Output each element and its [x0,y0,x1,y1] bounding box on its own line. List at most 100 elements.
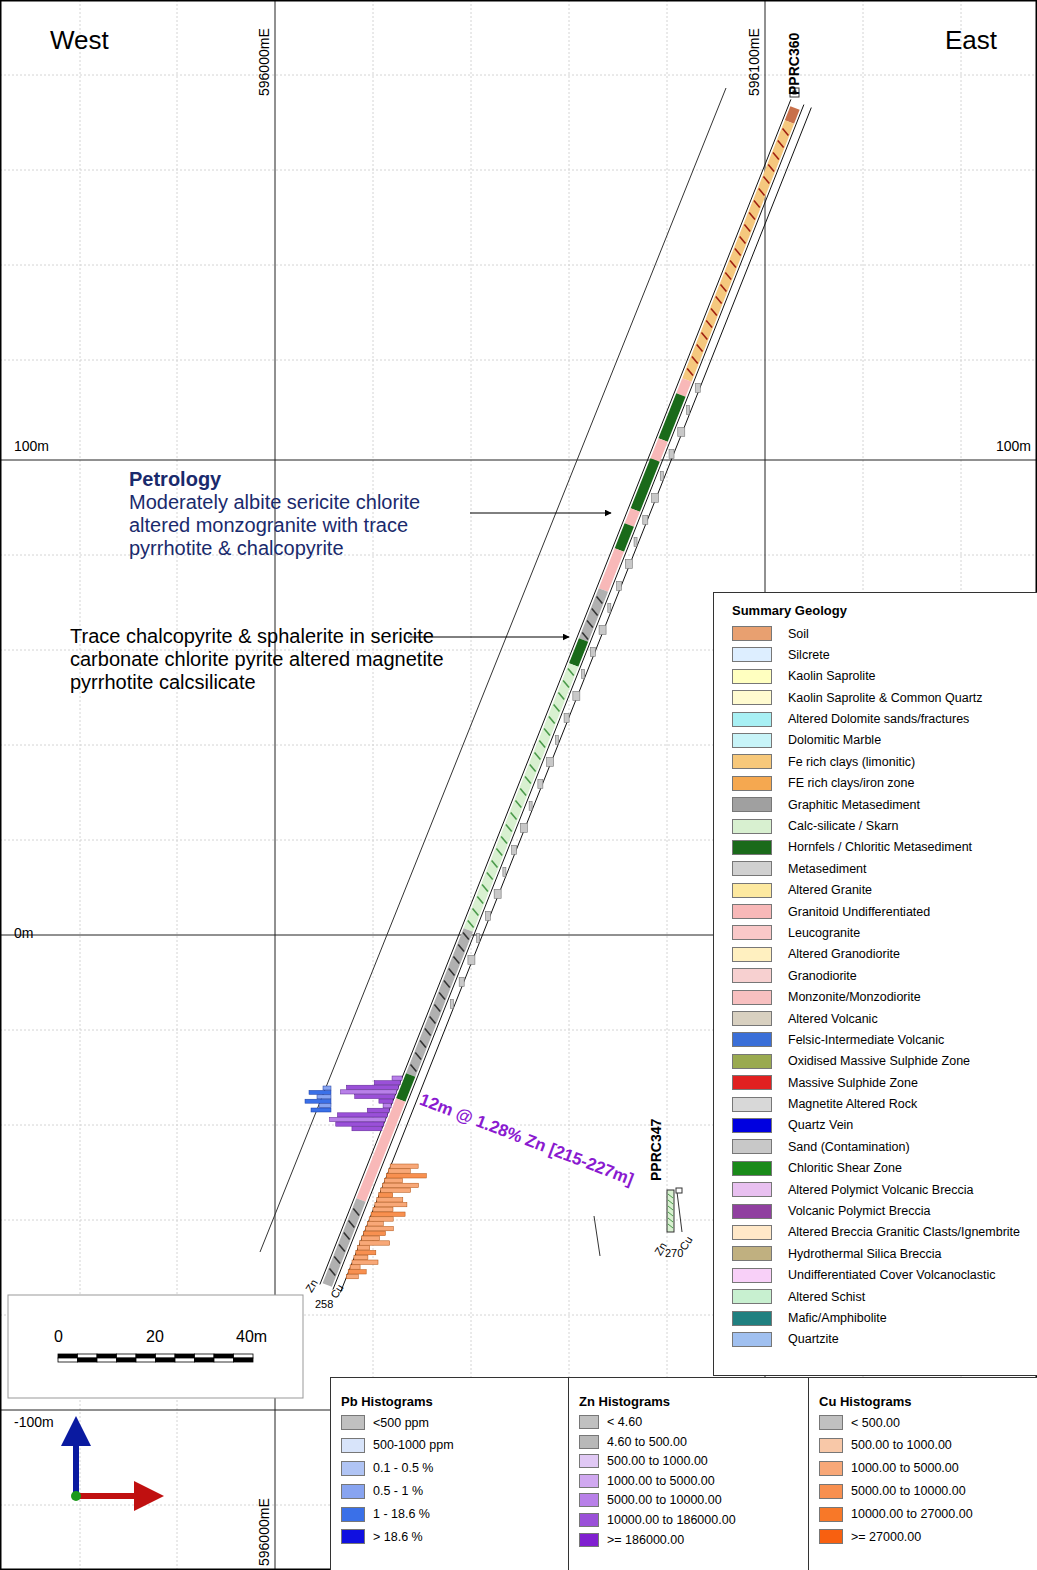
zn-bar [336,1122,384,1126]
assay-bar [617,581,622,590]
cu-bar [381,1188,411,1192]
scale-label: 40m [236,1328,267,1346]
legend-entry: Quartzite [732,1332,1032,1347]
legend-panel: Summary GeologySoilSilcreteKaolin Saprol… [713,592,1037,1376]
texture-mark [530,765,536,772]
legend-entry: Chloritic Shear Zone [732,1161,1032,1176]
legend-swatch [732,1054,772,1069]
legend-entry: > 18.6 % [341,1529,562,1544]
legend-entry: Metasediment [732,861,1032,876]
texture-mark [763,177,769,184]
texture-mark [668,1200,673,1204]
legend-swatch [579,1533,599,1547]
zn-bar [367,1108,389,1112]
assay-bar [678,427,685,436]
zn-bar [383,1104,391,1108]
legend-text: Kaolin Saprolite [788,669,876,683]
grid-line [373,0,374,1570]
texture-mark [711,309,717,316]
grid-line [569,0,570,1570]
legend-text: Silcrete [788,648,830,662]
legend-entry: Silcrete [732,647,1032,662]
rl-label: 100m [996,438,1031,454]
legend-text: 0.1 - 0.5 % [373,1461,433,1475]
texture-mark [477,897,483,904]
legend-text: < 500.00 [851,1416,900,1430]
assay-bar [652,493,659,502]
lithology-interval [682,120,794,382]
legend-swatch [732,819,772,834]
legend-text: > 18.6 % [373,1530,423,1544]
texture-mark [525,777,531,784]
legend-text: Chloritic Shear Zone [788,1161,902,1175]
texture-mark [740,237,746,244]
legend-swatch [732,1161,772,1176]
legend-entry: Magnetite Altered Rock [732,1097,1032,1112]
scale-segment [175,1358,195,1362]
assay-bar [547,757,554,766]
legend-entry: Granitoid Undifferentiated [732,904,1032,919]
legend-entry: Mafic/Amphibolite [732,1311,1032,1326]
legend-panel: Zn Histograms< 4.604.60 to 500.00500.00 … [568,1377,809,1570]
legend-swatch [732,754,772,769]
legend-entry: 10000.00 to 186000.00 [579,1513,802,1527]
texture-mark [468,921,474,928]
legend-entry: Granodiorite [732,968,1032,983]
texture-mark [487,873,493,880]
assay-bar [450,999,453,1008]
legend-text: Kaolin Saprolite & Common Quartz [788,691,983,705]
legend-swatch [819,1415,843,1430]
texture-mark [411,1065,417,1072]
legend-swatch [819,1461,843,1476]
legend-text: Altered Granodiorite [788,947,900,961]
legend-text: < 4.60 [607,1415,642,1429]
scale-segment [117,1354,137,1358]
texture-mark [697,345,703,352]
legend-text: Monzonite/Monzodiorite [788,990,921,1004]
zn-bar [352,1127,382,1131]
legend-swatch [579,1474,599,1488]
lithology-interval [658,393,685,442]
legend-swatch [732,647,772,662]
legend-text: Sand (Contamination) [788,1140,910,1154]
lithology-interval [569,638,588,667]
legend-text: Felsic-Intermediate Volcanic [788,1033,944,1047]
zn-bar [346,1085,398,1089]
legend-text: Mafic/Amphibolite [788,1311,887,1325]
legend-heading: Pb Histograms [341,1394,562,1409]
cu-bar [360,1241,390,1245]
legend-text: Altered Schist [788,1290,865,1304]
legend-swatch [579,1415,599,1429]
cu-bar [352,1260,378,1264]
legend-text: Altered Granite [788,883,872,897]
texture-mark [668,1224,673,1228]
legend-swatch [732,1182,772,1197]
scale-segment [117,1358,137,1362]
legend-text: 4.60 to 500.00 [607,1435,687,1449]
petrology-heading: Petrology [129,468,221,491]
texture-mark [668,1212,673,1216]
cu-bar [367,1222,383,1226]
legend-swatch [732,1246,772,1261]
legend-swatch [732,925,772,940]
axis-arrow [76,1493,158,1499]
assay-bar [468,955,475,964]
legend-entry: Altered Volcanic [732,1011,1032,1026]
legend-text: 0.5 - 1 % [373,1484,423,1498]
legend-entry: 5000.00 to 10000.00 [579,1493,802,1507]
assay-bar [634,537,637,546]
texture-mark [668,1194,673,1198]
legend-text: 5000.00 to 10000.00 [607,1493,722,1507]
cu-bar [363,1231,385,1235]
texture-mark [539,741,545,748]
texture-mark [768,165,774,172]
rl-label: 100m [14,438,49,454]
scale-segment [214,1358,234,1362]
assay-bar [669,449,674,458]
legend-text: Dolomitic Marble [788,733,881,747]
grid-line [0,265,1037,266]
lithology-interval [650,438,667,462]
legend-swatch [341,1507,365,1522]
scale-segment [156,1358,176,1362]
scale-segment [136,1354,156,1358]
